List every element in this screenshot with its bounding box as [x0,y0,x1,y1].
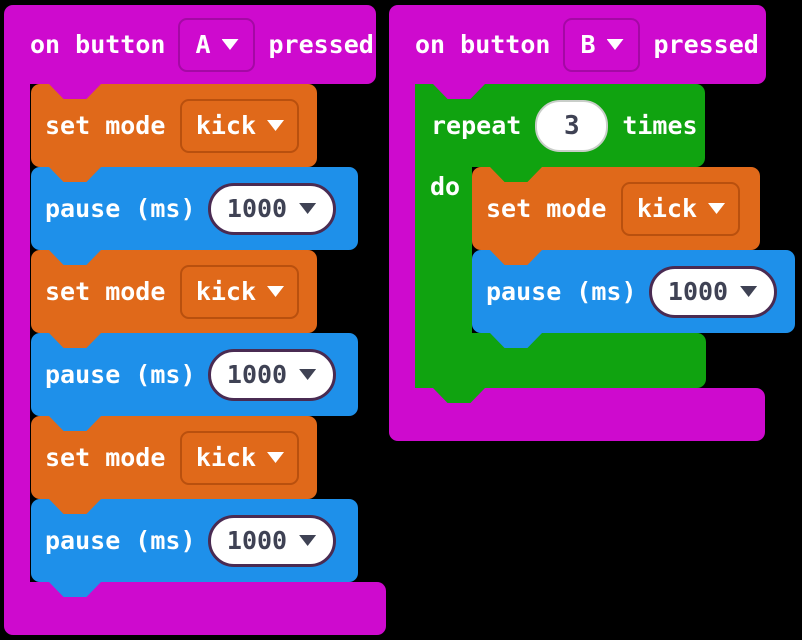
pause-value-field[interactable]: 1000 [207,182,336,235]
dropdown-arrow-icon [708,203,726,214]
repeat-loop-header[interactable]: repeat 3 times [415,84,705,167]
set-mode-label: set mode [486,194,607,223]
dropdown-arrow-icon [299,369,317,380]
mode-dropdown[interactable]: kick [180,430,300,485]
pause-value-field[interactable]: 1000 [207,514,336,567]
on-button-a-header[interactable]: on button A pressed [4,5,376,84]
dropdown-arrow-icon [299,535,317,546]
pressed-label: pressed [268,30,374,59]
set-mode-label: set mode [45,443,166,472]
mode-value: kick [195,111,257,140]
dropdown-arrow-icon [740,286,758,297]
mode-value: kick [195,277,257,306]
on-button-b-spine[interactable] [389,60,415,425]
dropdown-arrow-icon [606,39,624,50]
pause-value-field[interactable]: 1000 [648,265,777,318]
pause-value: 1000 [226,360,288,389]
pause-label: pause (ms) [486,277,637,306]
connector-tab [49,250,101,265]
pause-value-field[interactable]: 1000 [207,348,336,401]
button-a-dropdown[interactable]: A [178,17,256,72]
connector-tab [433,84,485,99]
on-button-a-spine[interactable] [4,60,30,610]
set-mode-label: set mode [45,111,166,140]
on-button-label: on button [415,30,551,59]
on-button-b-header[interactable]: on button B pressed [389,5,766,84]
connector-tab [49,84,101,99]
dropdown-arrow-icon [267,452,285,463]
repeat-label: repeat [431,111,522,140]
dropdown-arrow-icon [267,120,285,131]
pressed-label: pressed [653,30,759,59]
button-b-value: B [580,30,596,59]
connector-tab [49,499,101,514]
dropdown-arrow-icon [299,203,317,214]
mode-dropdown[interactable]: kick [180,98,300,153]
mode-dropdown[interactable]: kick [180,264,300,319]
connector-tab [49,416,101,431]
connector-tab [490,167,542,182]
connector-tab [49,167,101,182]
repeat-count-field[interactable]: 3 [535,99,609,152]
connector-tab [490,250,542,265]
connector-tab [490,333,542,348]
button-b-dropdown[interactable]: B [563,17,641,72]
pause-label: pause (ms) [45,360,196,389]
mode-value: kick [195,443,257,472]
on-button-label: on button [30,30,166,59]
repeat-count-value: 3 [563,110,580,141]
pause-label: pause (ms) [45,194,196,223]
connector-tab [49,582,101,597]
connector-tab [49,333,101,348]
pause-label: pause (ms) [45,526,196,555]
dropdown-arrow-icon [221,39,239,50]
times-label: times [622,111,698,140]
pause-value: 1000 [667,277,729,306]
mode-value: kick [636,194,698,223]
pause-value: 1000 [226,526,288,555]
repeat-loop-bottom[interactable] [415,333,706,388]
dropdown-arrow-icon [267,286,285,297]
connector-tab [433,388,485,403]
button-a-value: A [195,30,211,59]
mode-dropdown[interactable]: kick [621,181,741,236]
set-mode-label: set mode [45,277,166,306]
pause-value: 1000 [226,194,288,223]
